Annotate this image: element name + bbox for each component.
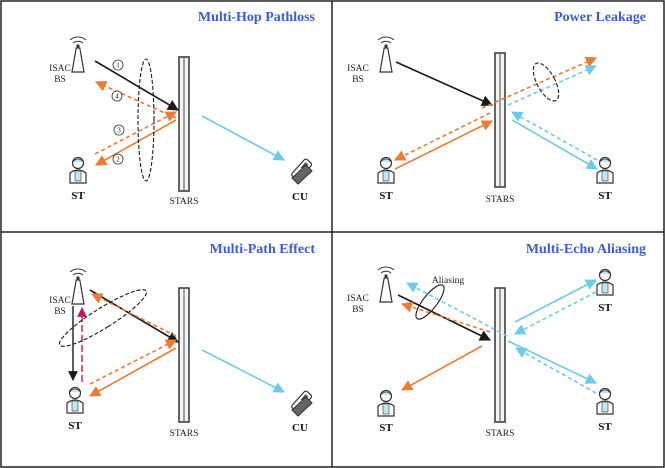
bs-to-stars-path (89, 289, 179, 343)
sensing-target-right-icon (596, 156, 614, 184)
stars-to-target-path (89, 347, 177, 397)
panel-title: Multi-Hop Pathloss (198, 10, 316, 25)
svg-text:2: 2 (116, 156, 120, 164)
right-target-echo-path (511, 111, 598, 161)
stars-to-cu-path (201, 349, 285, 393)
svg-text:1: 1 (116, 62, 120, 70)
stars-label: STARS (170, 429, 199, 439)
top-target-echo-path (514, 291, 597, 335)
panel-multi-path-effect: Multi-Path Effect ISAC BS STARS ST CU (49, 242, 315, 439)
bs-label-line2: BS (54, 307, 66, 317)
stars-to-bs-echo-path (400, 301, 491, 333)
multi-hop-ellipse (137, 58, 155, 182)
st-left-label: ST (379, 422, 393, 434)
sensing-target-left-icon (377, 389, 395, 417)
sensing-target-bottom-icon (596, 387, 614, 415)
bs-to-stars-path (395, 61, 494, 106)
stars-to-bottom-target-path (507, 340, 598, 384)
sensing-target-left-icon (377, 156, 395, 184)
isac-bs-tower-icon (69, 36, 87, 73)
step-marker-2: 2 (112, 153, 124, 165)
panel-title: Multi-Echo Aliasing (526, 242, 646, 257)
bs-label-line2: BS (352, 305, 364, 315)
sensing-target-top-icon (596, 268, 614, 296)
stars-to-target-path (95, 119, 177, 166)
leaked-echo-path-2 (507, 64, 598, 106)
stars-to-bs-echo-path (90, 293, 177, 337)
leakage-ellipse (532, 62, 560, 102)
panel-multi-hop-pathloss: Multi-Hop Pathloss ISAC BS STARS ST CU 1… (49, 10, 315, 207)
stars-surface (494, 52, 506, 188)
step-marker-4: 4 (111, 90, 123, 102)
aliased-echo-path (406, 282, 508, 337)
stars-to-cu-path (201, 115, 285, 161)
stars-surface (178, 287, 190, 423)
bs-label-line1: ISAC (347, 294, 369, 304)
stars-surface (494, 287, 506, 423)
step-marker-1: 1 (112, 59, 124, 71)
stars-to-left-target-path (401, 345, 483, 391)
stars-to-target-echo-path (393, 112, 491, 161)
stars-surface (178, 56, 190, 192)
panel-title: Multi-Path Effect (210, 242, 316, 257)
stars-to-right-target-path (511, 119, 598, 170)
svg-text:4: 4 (115, 93, 119, 101)
svg-text:3: 3 (117, 127, 121, 135)
st-right-label: ST (598, 190, 612, 202)
communication-user-icon (290, 157, 313, 185)
st-label: ST (71, 190, 85, 202)
target-to-stars-echo-path (94, 111, 177, 155)
bs-label-line1: ISAC (49, 64, 71, 74)
target-to-stars-echo-path (89, 339, 177, 385)
st-bottom-label: ST (598, 421, 612, 433)
target-to-stars-path (394, 120, 494, 170)
panel-title: Power Leakage (554, 10, 646, 25)
stars-label: STARS (170, 197, 199, 207)
bs-label-line1: ISAC (347, 64, 369, 74)
aliasing-annotation: Aliasing (432, 276, 464, 286)
cu-label: CU (292, 422, 308, 434)
bs-to-stars-path (397, 294, 492, 341)
bs-label-line2: BS (352, 75, 364, 85)
cu-label: CU (292, 191, 308, 203)
bs-label-line1: ISAC (49, 296, 71, 306)
stars-to-top-target-path (514, 279, 597, 323)
isac-bs-tower-icon (377, 36, 395, 73)
multi-path-ellipse (58, 289, 148, 347)
st-left-label: ST (379, 190, 393, 202)
sensing-target-icon (66, 386, 84, 414)
stars-to-bs-echo-path (94, 81, 177, 119)
st-label: ST (68, 420, 82, 432)
sensing-target-icon (69, 156, 87, 184)
panel-multi-echo-aliasing: Multi-Echo Aliasing ISAC BS Aliasing STA… (347, 242, 646, 439)
communication-user-icon (290, 389, 313, 417)
aliasing-ellipse (415, 284, 445, 320)
bs-label-line2: BS (54, 75, 66, 85)
isac-bs-tower-icon (69, 268, 87, 305)
bs-to-stars-path (94, 60, 179, 111)
isac-bs-tower-icon (377, 266, 395, 303)
stars-label: STARS (486, 429, 515, 439)
bottom-target-echo-path (515, 347, 597, 394)
st-top-label: ST (598, 302, 612, 314)
step-marker-3: 3 (113, 124, 125, 136)
panel-power-leakage: Power Leakage ISAC BS STARS ST ST (347, 10, 646, 205)
stars-label: STARS (486, 195, 515, 205)
